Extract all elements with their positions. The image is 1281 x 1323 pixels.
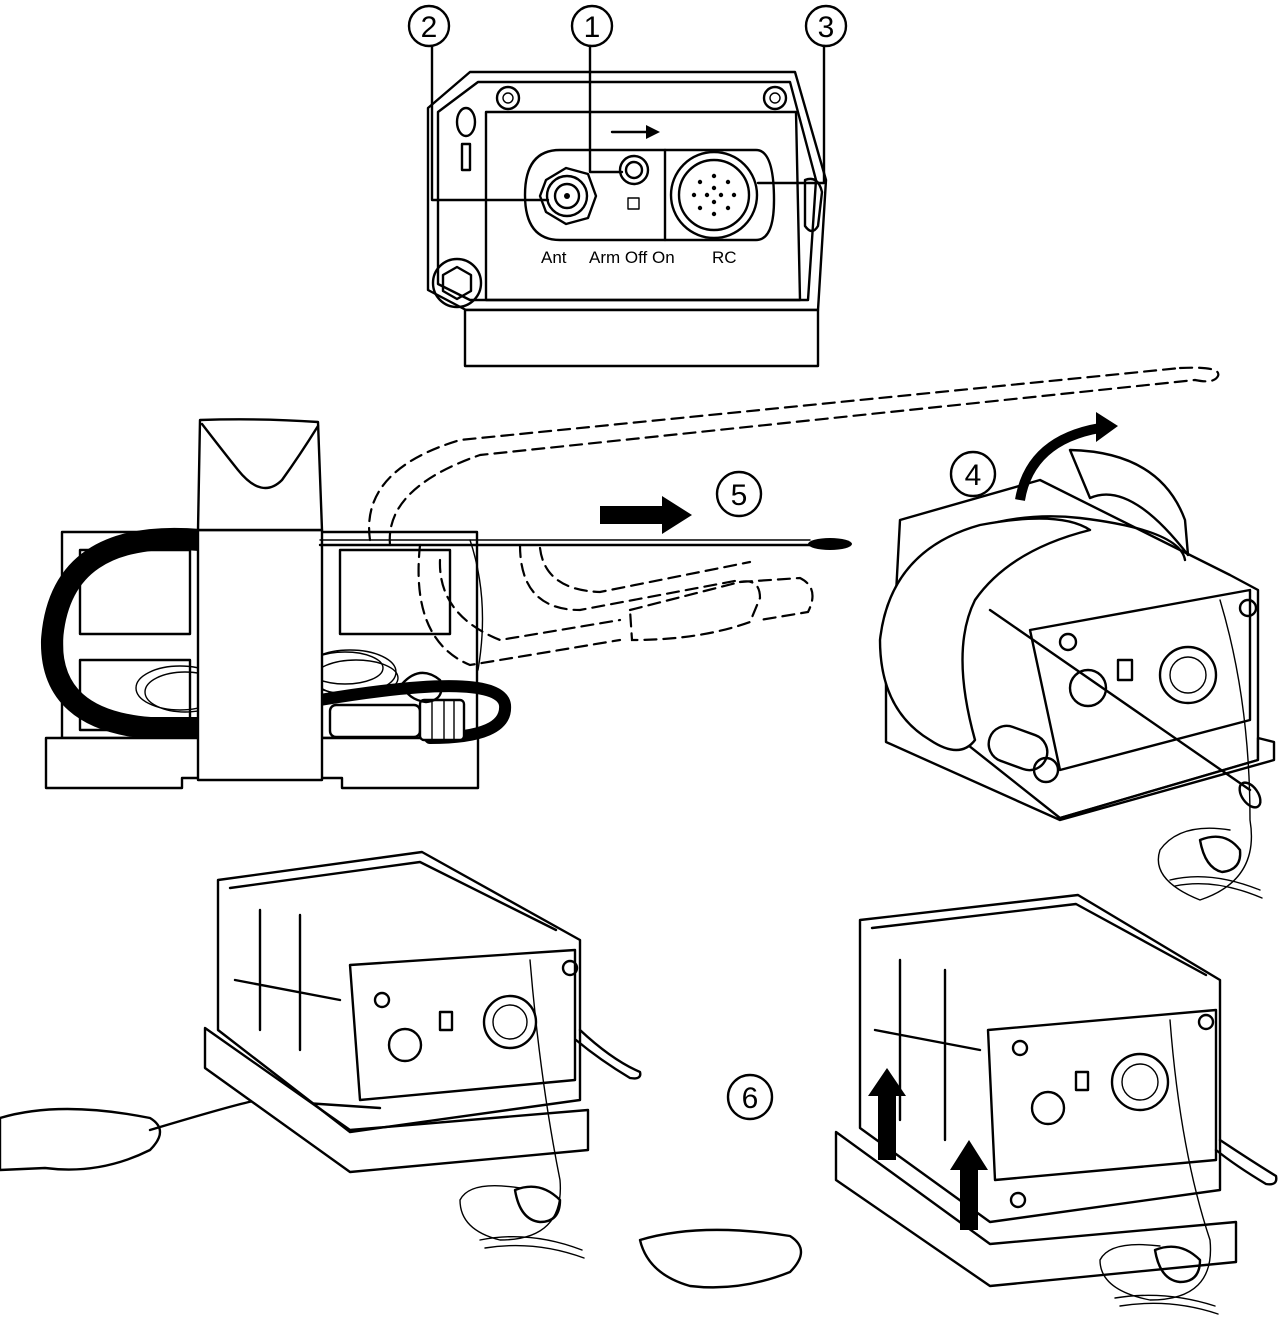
hex-nut-icon: [431, 257, 483, 309]
snap-hook-icon: [400, 671, 443, 704]
strap-band: [196, 528, 324, 782]
front-panel-iso: [1028, 588, 1252, 772]
lanyard-wire: [459, 959, 562, 1241]
screw-icon: [495, 85, 521, 111]
panel-face: [484, 110, 802, 302]
svg-text:6: 6: [742, 1082, 759, 1115]
label-arm-off-on: Arm Off On: [589, 248, 675, 267]
mat-flap: [0, 1107, 162, 1172]
label-rc: RC: [712, 248, 737, 267]
svg-text:4: 4: [965, 459, 982, 492]
antenna-connector-icon: [1068, 668, 1108, 708]
lanyard-wire: [1157, 599, 1253, 901]
screw-icon: [373, 991, 391, 1009]
pull-arrow-icon: [600, 496, 692, 534]
unit-ribs: [233, 908, 342, 1052]
strap-wrap: [878, 517, 1092, 752]
lift-arrow-icon: [950, 1140, 988, 1230]
antenna-removed-dashed: [368, 366, 1220, 667]
unit-body-iso: [858, 893, 1222, 1224]
arm-switch-icon: [618, 154, 650, 210]
panel-housing-inner: [436, 80, 818, 302]
arm-switch-icon: [1074, 1070, 1090, 1092]
panel-housing-outline: [426, 70, 828, 312]
arm-direction-arrow: [610, 125, 660, 139]
arm-switch-icon: [438, 1010, 454, 1032]
snap-hook-icon: [1153, 1245, 1202, 1284]
thick-cable-loop: [40, 527, 211, 739]
unit-on-mat-view: [0, 850, 642, 1259]
callout-6: 6: [726, 1073, 774, 1121]
strap-end: [1068, 448, 1190, 557]
screw-icon: [762, 85, 788, 111]
unit-body-iso: [216, 850, 582, 1134]
screw-icon: [1009, 1191, 1027, 1209]
front-panel-iso: [986, 1008, 1218, 1182]
side-clip-icon: [803, 177, 824, 233]
pull-pin-icon: [574, 1028, 642, 1080]
tassel-icon: [1169, 876, 1263, 899]
rc-connector-icon: [1110, 1052, 1170, 1112]
antenna-bnc-connector-icon: [538, 166, 598, 226]
callout-2: 2: [407, 4, 550, 202]
screw-icon: [1238, 598, 1258, 618]
snap-hook-icon: [1198, 835, 1242, 874]
panel-base-plate: [463, 308, 820, 368]
antenna-connector-icon: [387, 1027, 423, 1063]
strap-fold: [200, 422, 320, 490]
antenna-connector-icon: [1030, 1090, 1066, 1126]
unit-base-iso: [884, 678, 1276, 822]
strap-top: [196, 418, 324, 532]
callout-1: 1: [570, 4, 624, 174]
mat-flap: [638, 1228, 803, 1289]
antenna-tip-icon: [808, 538, 852, 550]
screw-icon: [561, 959, 579, 977]
svg-text:1: 1: [584, 11, 601, 44]
antenna-plug-icon: [328, 698, 466, 742]
screw-icon: [1011, 1039, 1029, 1057]
svg-text:2: 2: [421, 11, 438, 44]
rc-connector-icon: [669, 150, 759, 240]
svg-text:3: 3: [818, 11, 835, 44]
screw-icon: [1197, 1013, 1215, 1031]
svg-text:5: 5: [731, 479, 748, 512]
lanyard-wire: [1099, 1019, 1212, 1301]
screw-icon: [1058, 632, 1078, 652]
connector-panel-detail: Ant Arm Off On RC 2 1 3: [407, 4, 848, 368]
side-view-antenna-removal: 5: [40, 366, 1220, 790]
callout-4: 4: [949, 450, 997, 498]
connector-recess: [523, 148, 776, 242]
rc-connector-icon: [1158, 645, 1218, 705]
snap-hook-icon: [513, 1185, 562, 1224]
tassel-icon: [479, 1235, 585, 1259]
front-panel-iso: [348, 948, 577, 1102]
callout-5: 5: [715, 470, 763, 518]
lanyard-wire: [469, 539, 484, 671]
unit-lift-off-view: 6: [638, 893, 1278, 1315]
lift-arrow-icon: [868, 1068, 906, 1160]
unit-base-iso: [203, 1026, 590, 1174]
unit-strap-removal-view: 4: [878, 412, 1276, 901]
arm-switch-icon: [1116, 658, 1134, 682]
label-ant: Ant: [541, 248, 567, 267]
unit-window-right: [338, 548, 452, 636]
tassel-icon: [1114, 1294, 1219, 1315]
unit-base-iso: [834, 1130, 1238, 1288]
rotate-arrow-icon: [1015, 423, 1101, 501]
antenna-rod-iso: [988, 608, 1252, 792]
pull-pin-icon: [1214, 1138, 1278, 1186]
callout-3: 3: [756, 4, 848, 185]
latch-pin-icon: [455, 106, 477, 172]
